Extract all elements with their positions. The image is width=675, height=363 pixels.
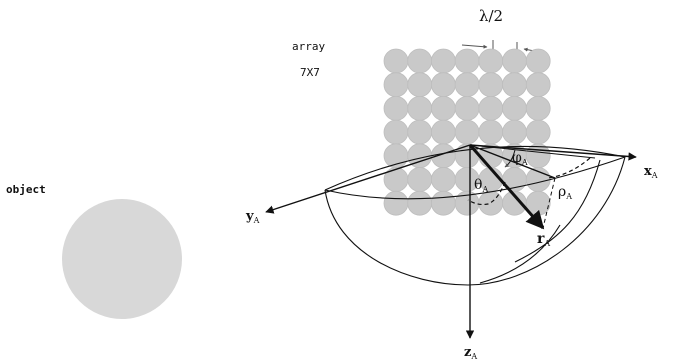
array-element: [502, 119, 527, 145]
array-element: [407, 190, 433, 216]
phi-label: φA: [512, 150, 528, 167]
theta-label: θA: [474, 177, 488, 194]
array-element: [478, 48, 504, 74]
z-axis-label: zA: [464, 345, 477, 361]
rho-drop-line: [542, 177, 556, 229]
array-element: [454, 96, 480, 121]
antenna-array: [383, 48, 551, 216]
r-vector-label: rA: [537, 231, 550, 248]
phi-arc: [504, 149, 516, 168]
array-element: [383, 48, 409, 74]
spacing-arrow-left: [461, 44, 488, 49]
rho-vector: [469, 144, 556, 179]
hemisphere-rim-lower: [324, 156, 626, 200]
array-element: [430, 96, 456, 121]
array-element: [430, 119, 456, 145]
theta-arc: [467, 181, 506, 206]
array-element: [407, 167, 433, 192]
y-axis: [265, 144, 471, 214]
y-axis-label: yA: [245, 209, 260, 225]
x-axis: [469, 144, 637, 161]
array-element: [407, 72, 433, 98]
array-element: [525, 72, 551, 98]
array-element: [454, 72, 480, 98]
array-element: [478, 96, 504, 121]
meridian-inner: [479, 224, 561, 284]
object-label: object: [6, 183, 46, 196]
phi-outer-arc: [547, 157, 591, 179]
array-element: [454, 48, 480, 74]
hemisphere: [324, 145, 626, 286]
array-element: [383, 167, 409, 192]
r-vector: [468, 144, 545, 230]
array-element: [478, 72, 504, 98]
array-element: [407, 119, 433, 145]
array-element: [430, 190, 456, 216]
array-element: [478, 119, 504, 145]
array-element: [430, 48, 456, 74]
array-element: [383, 119, 409, 145]
array-element: [502, 48, 527, 74]
array-element: [454, 119, 480, 145]
spacing-label: λ/2: [479, 7, 503, 25]
hemisphere-outline: [324, 156, 626, 286]
array-element: [383, 190, 409, 216]
array-element: [407, 96, 433, 121]
array-element: [478, 190, 504, 216]
array-caption: array: [292, 40, 325, 53]
array-element: [407, 48, 433, 74]
array-element: [383, 96, 409, 121]
phi-ref-line: [469, 144, 596, 159]
meridian-front: [514, 159, 601, 263]
array-element: [525, 48, 551, 74]
array-element: [525, 96, 551, 121]
array-element: [502, 72, 527, 98]
array-element: [383, 72, 409, 98]
rho-label: ρA: [558, 184, 572, 201]
array-size-label: 7X7: [300, 66, 320, 79]
array-element: [525, 119, 551, 145]
x-axis-label: xA: [644, 164, 658, 180]
array-element: [502, 96, 527, 121]
object-disk: [62, 199, 182, 319]
array-element: [430, 167, 456, 192]
array-element: [430, 72, 456, 98]
